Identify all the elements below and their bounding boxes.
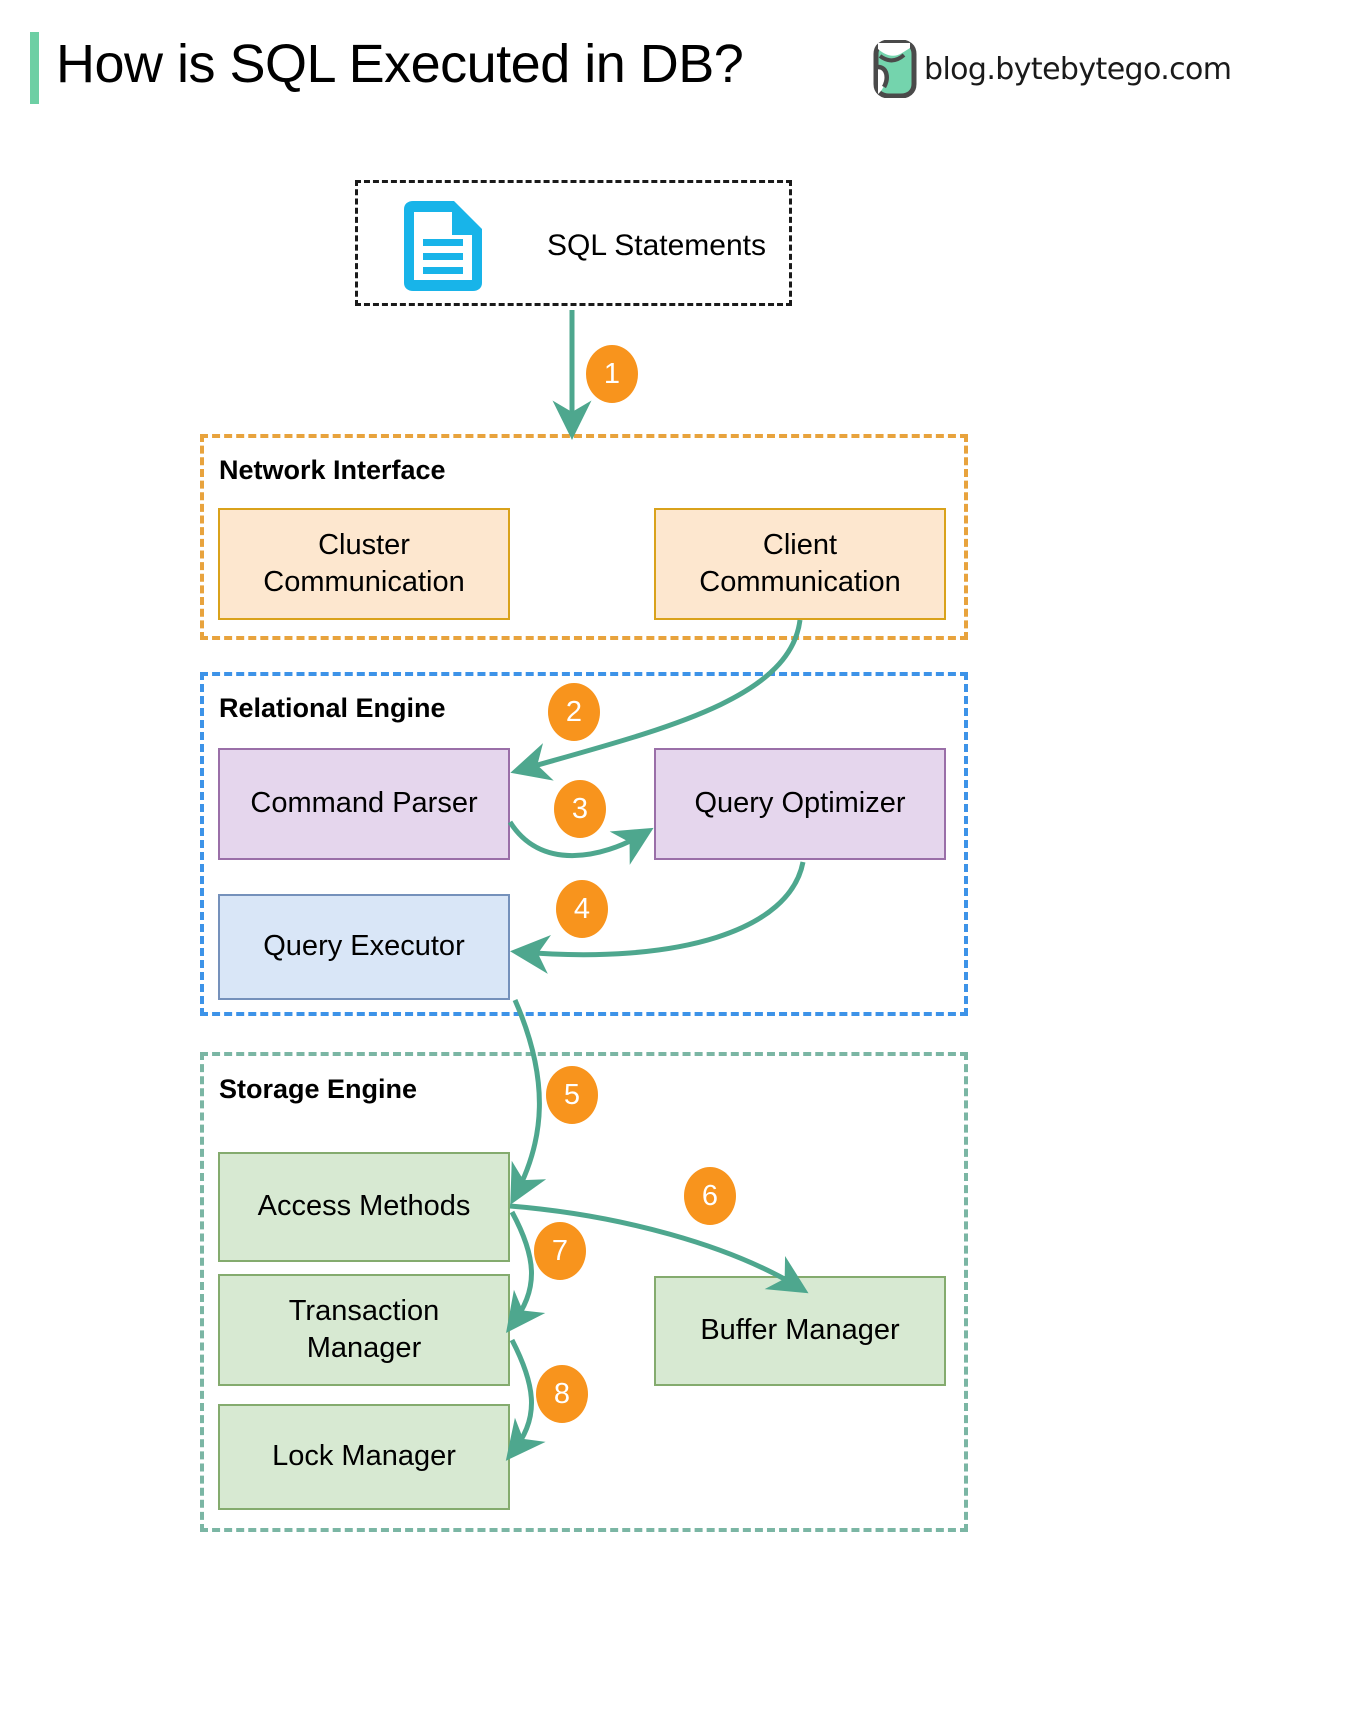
step-badge-6: 6 bbox=[684, 1167, 736, 1225]
command-parser-label: Command Parser bbox=[250, 787, 478, 820]
step-badge-4: 4 bbox=[556, 880, 608, 938]
bytebytego-logo-icon bbox=[873, 40, 917, 98]
page-header: How is SQL Executed in DB? blog.bytebyte… bbox=[0, 0, 1358, 140]
access-methods-label: Access Methods bbox=[257, 1190, 471, 1223]
transaction-manager-line1: Transaction bbox=[288, 1294, 440, 1327]
lock-manager-label: Lock Manager bbox=[272, 1440, 456, 1473]
title-accent-bar bbox=[30, 32, 39, 104]
zone-relational-engine-title: Relational Engine bbox=[219, 693, 446, 723]
transaction-manager-line2: Manager bbox=[306, 1332, 422, 1364]
sql-statements-label: SQL Statements bbox=[547, 229, 766, 262]
page-title: How is SQL Executed in DB? bbox=[56, 34, 744, 94]
zone-storage-engine bbox=[200, 1052, 968, 1532]
node-buffer-manager[interactable]: Buffer Manager bbox=[654, 1276, 946, 1386]
brand-url: blog.bytebytego.com bbox=[924, 51, 1232, 87]
step-badge-8: 8 bbox=[536, 1365, 588, 1423]
node-cluster-communication[interactable]: Cluster Communication bbox=[218, 508, 510, 620]
node-query-optimizer[interactable]: Query Optimizer bbox=[654, 748, 946, 860]
step-badge-1: 1 bbox=[586, 345, 638, 403]
node-command-parser[interactable]: Command Parser bbox=[218, 748, 510, 860]
sql-statements-box: SQL Statements bbox=[355, 180, 792, 306]
step-badge-3: 3 bbox=[554, 780, 606, 838]
node-client-communication[interactable]: Client Communication bbox=[654, 508, 946, 620]
brand: blog.bytebytego.com bbox=[872, 40, 1232, 98]
client-communication-line1: Client bbox=[762, 528, 838, 561]
zone-storage-engine-title: Storage Engine bbox=[219, 1074, 418, 1104]
node-query-executor[interactable]: Query Executor bbox=[218, 894, 510, 1000]
buffer-manager-label: Buffer Manager bbox=[700, 1314, 900, 1347]
document-icon bbox=[404, 201, 482, 291]
node-lock-manager[interactable]: Lock Manager bbox=[218, 1404, 510, 1510]
query-executor-label: Query Executor bbox=[263, 930, 465, 963]
cluster-communication-line1: Cluster bbox=[318, 528, 410, 561]
cluster-communication-line2: Communication bbox=[263, 566, 465, 598]
step-badge-2: 2 bbox=[548, 683, 600, 741]
client-communication-line2: Communication bbox=[699, 566, 901, 598]
node-transaction-manager[interactable]: Transaction Manager bbox=[218, 1274, 510, 1386]
node-access-methods[interactable]: Access Methods bbox=[218, 1152, 510, 1262]
step-badge-7: 7 bbox=[534, 1222, 586, 1280]
zone-network-interface-title: Network Interface bbox=[219, 455, 446, 485]
step-badge-5: 5 bbox=[546, 1066, 598, 1124]
query-optimizer-label: Query Optimizer bbox=[694, 787, 906, 820]
